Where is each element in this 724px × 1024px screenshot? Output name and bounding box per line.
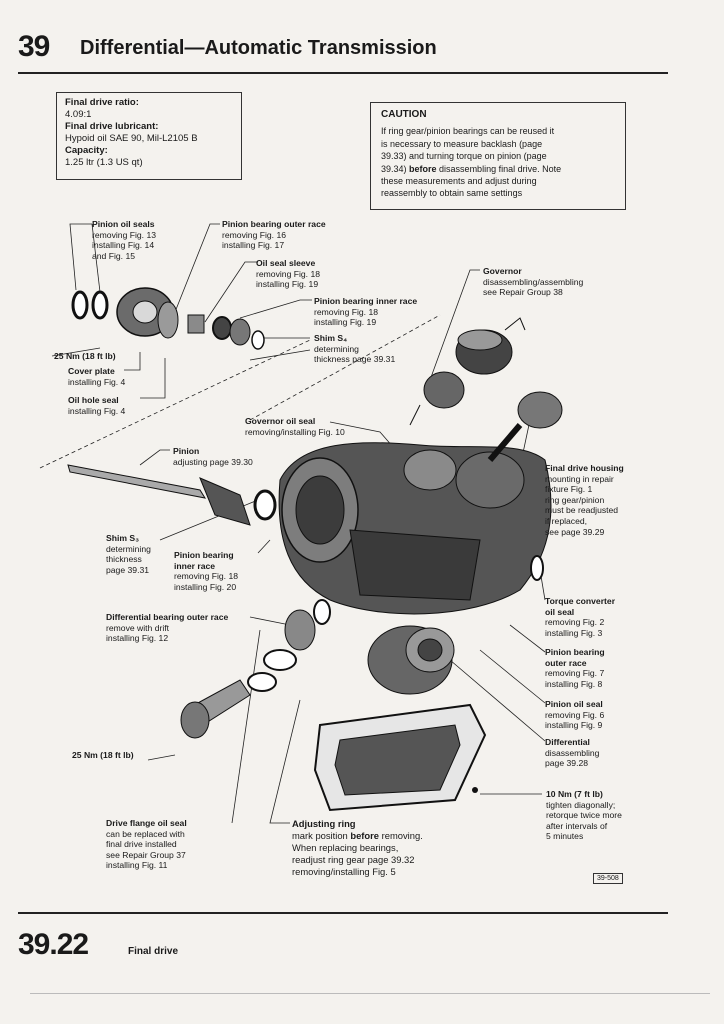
capacity-label: Capacity: xyxy=(65,145,108,156)
scan-edge-line xyxy=(30,993,710,994)
oil-seal-sleeve xyxy=(187,314,265,350)
label-torque-25-top: 25 Nm (18 ft lb) xyxy=(54,351,116,361)
torque-converter-seal xyxy=(530,555,544,581)
label-pinion-bearing-outer-race-right: Pinion bearing outer race removing Fig. … xyxy=(545,647,605,689)
caution-line: 39.34) before disassembling final drive.… xyxy=(381,163,615,175)
label-governor: Governor disassembling/assembling see Re… xyxy=(483,266,584,298)
caution-emphasis: before xyxy=(409,163,437,174)
label-pinion-bearing-inner-race-top: Pinion bearing inner race removing Fig. … xyxy=(314,296,418,328)
pan-bolt-icon xyxy=(472,787,478,793)
footer-rule xyxy=(18,912,668,914)
label-pinion-oil-seal-right: Pinion oil seal removing Fig. 6 installi… xyxy=(545,699,605,731)
caution-line: 39.33) and turning torque on pinion (pag… xyxy=(381,151,547,162)
oil-pan xyxy=(313,703,487,812)
label-pinion: Pinion adjusting page 39.30 xyxy=(173,446,253,467)
label-oil-hole-seal: Oil hole seal installing Fig. 4 xyxy=(68,395,126,416)
label-cover-plate: Cover plate installing Fig. 4 xyxy=(68,366,126,387)
differential-bearing-parts xyxy=(247,599,331,692)
label-torque-10: 10 Nm (7 ft lb) tighten diagonally; reto… xyxy=(546,789,622,842)
final-drive-housing xyxy=(278,442,552,615)
header-rule xyxy=(18,72,668,74)
lubricant-value: Hypoid oil SAE 90, Mil-L2105 B xyxy=(65,133,198,144)
label-shim-s4: Shim S₄ determining thickness page 39.31 xyxy=(314,333,396,365)
label-differential-bearing-outer-race: Differential bearing outer race remove w… xyxy=(106,612,229,644)
section-number: 39 xyxy=(18,30,50,63)
label-torque-25-bottom: 25 Nm (18 ft lb) xyxy=(72,750,134,760)
caution-line: is necessary to measure backlash (page xyxy=(381,138,543,149)
figure-reference: 39-508 xyxy=(593,873,623,884)
caution-text: 39.34) xyxy=(381,163,410,174)
label-pinion-bearing-inner-race-mid: Pinion bearing inner race removing Fig. … xyxy=(174,550,239,592)
spec-box: Final drive ratio: 4.09:1 Final drive lu… xyxy=(56,92,242,180)
label-torque-converter-oil-seal: Torque converter oil seal removing Fig. … xyxy=(545,596,616,638)
flange-right xyxy=(487,391,563,462)
caution-title: CAUTION xyxy=(381,109,427,120)
label-adjusting-ring: Adjusting ring mark position before remo… xyxy=(292,818,423,877)
label-final-drive-housing: Final drive housing mounting in repair f… xyxy=(545,463,624,537)
lubricant-label: Final drive lubricant: xyxy=(65,121,159,132)
caution-line: these measurements and adjust during xyxy=(381,176,537,187)
label-shim-s3: Shim S₃ determining thickness page 39.31 xyxy=(106,533,151,575)
capacity-value: 1.25 ltr (1.3 US qt) xyxy=(65,157,143,168)
label-drive-flange-oil-seal: Drive flange oil seal can be replaced wi… xyxy=(106,818,187,871)
label-governor-oil-seal: Governor oil seal removing/installing Fi… xyxy=(245,416,345,437)
label-pinion-bearing-outer-race: Pinion bearing outer race removing Fig. … xyxy=(222,219,326,251)
axis-lines xyxy=(39,314,441,469)
caution-line: If ring gear/pinion bearings can be reus… xyxy=(381,126,555,137)
footer-title: Final drive xyxy=(128,946,179,957)
page-number: 39.22 xyxy=(18,928,89,961)
governor-assembly xyxy=(409,317,526,426)
label-differential: Differential disassembling page 39.28 xyxy=(545,737,600,769)
page-title: Differential—Automatic Transmission xyxy=(80,37,437,59)
ratio-label: Final drive ratio: xyxy=(65,97,139,108)
pinion-cover-assembly xyxy=(116,287,179,339)
caution-line: reassembly to obtain same settings xyxy=(381,188,523,199)
drive-flange xyxy=(180,679,251,739)
label-pinion-oil-seals: Pinion oil seals removing Fig. 13 instal… xyxy=(92,219,157,261)
ratio-value: 4.09:1 xyxy=(65,109,92,120)
caution-text: disassembling final drive. Note xyxy=(436,163,562,174)
differential-ring-gear xyxy=(367,625,455,695)
caution-box: CAUTION If ring gear/pinion bearings can… xyxy=(370,102,626,210)
pinion-shaft xyxy=(67,464,277,526)
pinion-seal-rings xyxy=(71,290,109,320)
label-oil-seal-sleeve: Oil seal sleeve removing Fig. 18 install… xyxy=(256,258,321,290)
